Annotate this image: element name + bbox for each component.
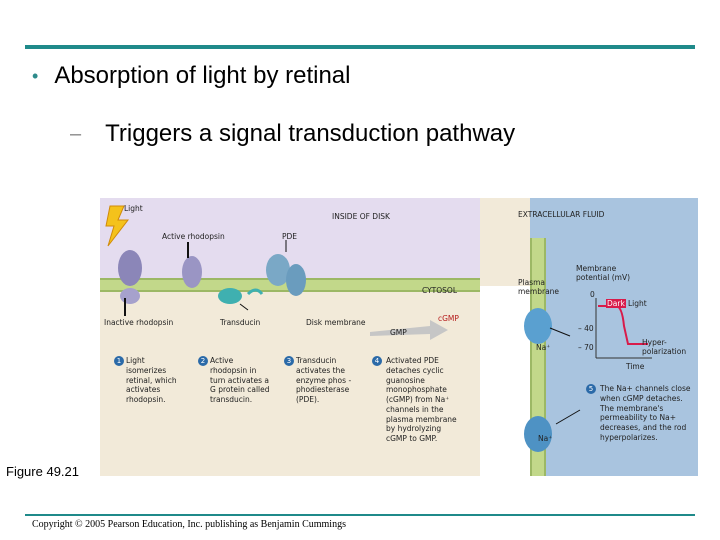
bullet-dash-icon: – — [70, 122, 82, 145]
graph-tick-0: 0 — [590, 290, 595, 299]
step-4-text: Activated PDE detaches cyclic guanosine … — [386, 356, 457, 443]
bullet-sub: – Triggers a signal transduction pathway — [70, 120, 515, 148]
gmp-label: GMP — [390, 328, 407, 337]
graph-time-label: Time — [626, 362, 645, 371]
rhodopsin-protein — [118, 250, 142, 286]
inactive-rhodopsin-label: Inactive rhodopsin — [104, 318, 174, 327]
cytosol-label: CYTOSOL — [422, 286, 458, 295]
active-rhodopsin-protein — [182, 256, 202, 288]
na-top-label: Na⁺ — [536, 343, 551, 352]
bullet-main-text: Absorption of light by retinal — [54, 62, 351, 89]
step-3-text: Transducin activates the enzyme phos - p… — [296, 356, 352, 404]
plasma-membrane-label: Plasma membrane — [518, 278, 560, 297]
graph-tick-70: – 70 — [578, 343, 594, 352]
figure-caption: Figure 49.21 — [6, 464, 79, 479]
light-label: Light — [124, 204, 143, 213]
graph-ylabel: Membrane potential (mV) — [576, 264, 631, 283]
na-channel-open — [524, 308, 552, 344]
cgmp-to-gmp-arrow — [370, 320, 448, 340]
transducin-protein — [218, 288, 242, 304]
na-channel-closed — [524, 416, 552, 452]
disk-membrane-label: Disk membrane — [306, 318, 366, 327]
figure-illustration — [100, 198, 698, 476]
bullet-sub-text: Triggers a signal transduction pathway — [105, 120, 516, 147]
cytosol-region — [100, 286, 480, 476]
step-5-number: 5 — [586, 384, 596, 394]
step-5-text: The Na+ channels close when cGMP detache… — [600, 384, 691, 442]
graph-dark-label: Dark — [606, 299, 626, 309]
step-2-text: Active rhodopsin in turn activates a G p… — [210, 356, 270, 404]
extracellular-region — [530, 198, 698, 476]
plasma-membrane — [530, 238, 546, 476]
graph-light-label: Light — [628, 299, 647, 308]
active-rhodopsin-label: Active rhodopsin — [162, 232, 225, 241]
pde-label: PDE — [282, 232, 298, 241]
step-4-number: 4 — [372, 356, 382, 366]
step-1-text: Light isomerizes retinal, which activate… — [126, 356, 177, 404]
copyright-text: Copyright © 2005 Pearson Education, Inc.… — [32, 519, 346, 530]
bullet-dot-icon: • — [32, 65, 39, 86]
transducin-label: Transducin — [220, 318, 261, 327]
extracellular-label: EXTRACELLULAR FLUID — [518, 210, 605, 219]
graph-tick-40: – 40 — [578, 324, 594, 333]
step-2-number: 2 — [198, 356, 208, 366]
inside-disk-label: INSIDE OF DISK — [332, 212, 390, 221]
cgmp-label: cGMP — [438, 314, 459, 323]
bottom-rule — [25, 514, 695, 516]
na-bottom-label: Na⁺ — [538, 434, 553, 443]
lightning-icon — [105, 205, 130, 247]
phototransduction-figure: Light INSIDE OF DISK EXTRACELLULAR FLUID… — [100, 198, 698, 476]
step-3-number: 3 — [284, 356, 294, 366]
top-rule — [25, 45, 695, 49]
pde-protein — [266, 254, 290, 286]
step-1-number: 1 — [114, 356, 124, 366]
graph-hyper-label: Hyper-polarization — [642, 338, 687, 357]
bullet-main: • Absorption of light by retinal — [32, 62, 350, 90]
